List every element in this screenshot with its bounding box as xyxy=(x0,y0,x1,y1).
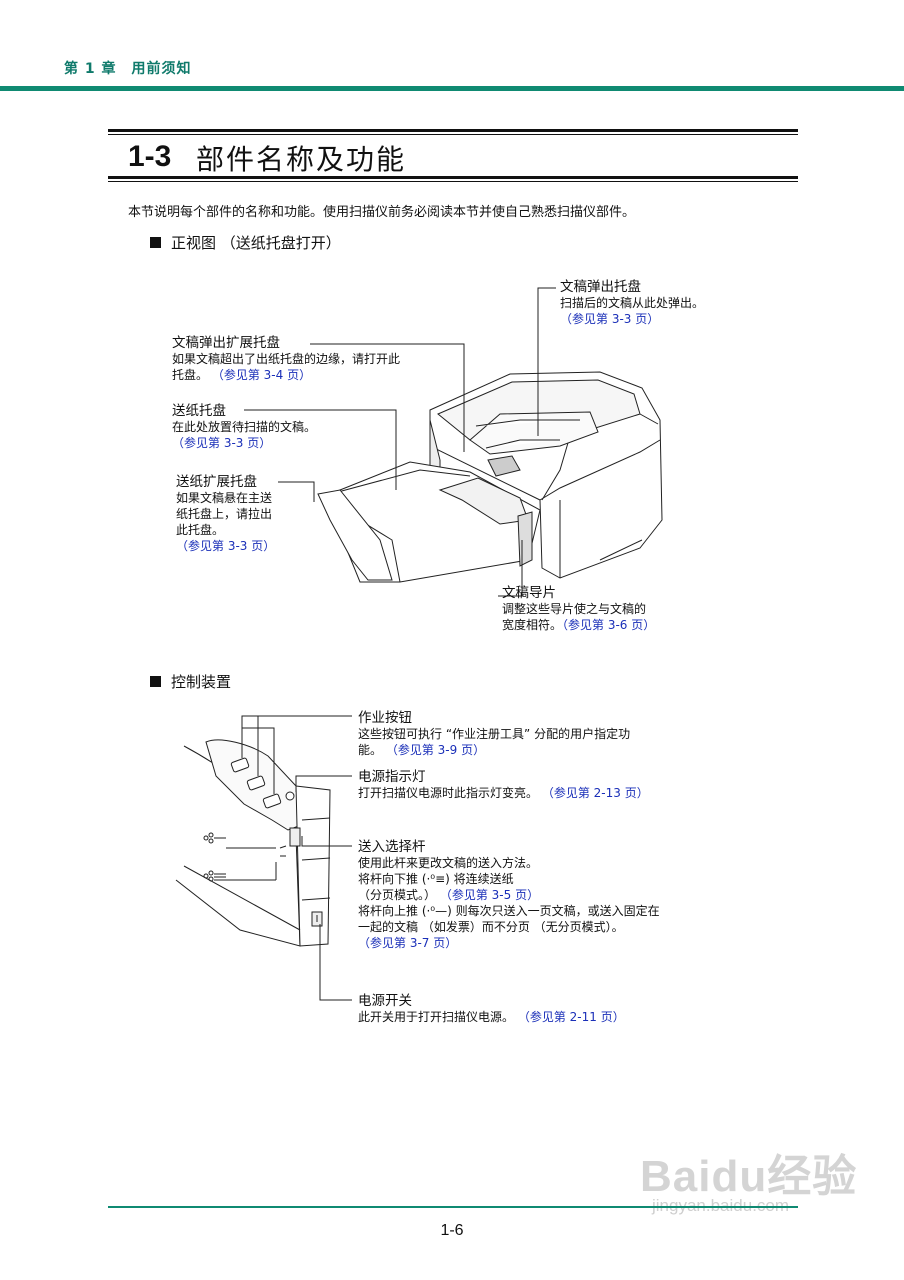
title-rule-top-thin xyxy=(108,134,798,135)
header-rule xyxy=(0,86,904,91)
label-feed-tray-title: 送纸托盘 xyxy=(172,403,226,419)
label-document-guide: 文稿导片 调整这些导片使之与文稿的 宽度相符。（参见第 3-6 页） xyxy=(502,585,655,633)
title-rule-bottom xyxy=(108,176,798,179)
controls-heading-text: 控制装置 xyxy=(171,673,232,691)
label-output-extension-tray-desc-1: 如果文稿超出了出纸托盘的边缘，请打开此 xyxy=(172,352,401,366)
label-feed-lever-desc-1: 使用此杆来更改文稿的送入方法。 xyxy=(358,856,539,870)
job-button-1 xyxy=(230,757,250,773)
label-feed-tray: 送纸托盘 在此处放置待扫描的文稿。 （参见第 3-3 页） xyxy=(172,403,316,451)
front-view-heading: 正视图 （送纸托盘打开） xyxy=(150,232,341,253)
page-number: 1-6 xyxy=(440,1222,464,1239)
scanner-front-illustration xyxy=(317,371,663,583)
label-power-indicator-ref[interactable]: （参见第 2-13 页） xyxy=(541,786,649,800)
label-power-indicator-desc: 打开扫描仪电源时此指示灯变亮。 xyxy=(358,786,539,800)
job-button-2 xyxy=(246,775,266,791)
label-feed-lever-ref-1[interactable]: （参见第 3-5 页） xyxy=(439,888,540,902)
label-feed-extension-tray-desc-2: 纸托盘上，请拉出 xyxy=(176,507,273,521)
label-power-switch-desc: 此开关用于打开扫描仪电源。 xyxy=(358,1010,515,1024)
watermark-url: jingyan.baidu.com xyxy=(652,1196,789,1216)
label-output-extension-tray-title: 文稿弹出扩展托盘 xyxy=(172,335,280,351)
label-output-tray-desc: 扫描后的文稿从此处弹出。 xyxy=(560,296,705,310)
label-job-buttons-ref[interactable]: （参见第 3-9 页） xyxy=(385,743,486,757)
title-rule-top xyxy=(108,129,798,132)
label-job-buttons: 作业按钮 这些按钮可执行 “作业注册工具” 分配的用户指定功 能。 （参见第 3… xyxy=(358,710,630,758)
job-button-3 xyxy=(262,793,282,809)
front-view-heading-text: 正视图 （送纸托盘打开） xyxy=(171,234,341,252)
label-feed-tray-desc: 在此处放置待扫描的文稿。 xyxy=(172,420,317,434)
label-output-tray: 文稿弹出托盘 扫描后的文稿从此处弹出。 （参见第 3-3 页） xyxy=(560,279,704,327)
label-feed-lever-desc-5: 一起的文稿 （如发票）而不分页 （无分页模式）。 xyxy=(358,920,624,934)
label-feed-lever-ref-2[interactable]: （参见第 3-7 页） xyxy=(358,936,458,950)
section-intro: 本节说明每个部件的名称和功能。使用扫描仪前务必阅读本节并使自己熟悉扫描仪部件。 xyxy=(128,205,636,220)
label-feed-lever-desc-2: 将杆向下推 (·⁰≡) 将连续送纸 xyxy=(358,872,514,886)
label-power-switch-title: 电源开关 xyxy=(358,993,412,1009)
watermark-logo: Baidu经验 xyxy=(640,1152,858,1201)
label-document-guide-desc-2: 宽度相符。 xyxy=(502,618,563,632)
label-feed-lever-desc-4: 将杆向上推 (·⁰—) 则每次只送入一页文稿，或送入固定在 xyxy=(358,904,660,918)
label-feed-extension-tray-ref[interactable]: （参见第 3-3 页） xyxy=(176,539,276,553)
label-document-guide-desc-1: 调整这些导片使之与文稿的 xyxy=(502,602,647,616)
label-job-buttons-desc-2: 能。 xyxy=(358,743,383,757)
document-guide xyxy=(517,511,533,567)
label-power-switch-ref[interactable]: （参见第 2-11 页） xyxy=(517,1010,625,1024)
footer-rule xyxy=(108,1206,798,1208)
title-rule-bottom-thin xyxy=(108,181,798,182)
feed-extension-tray xyxy=(317,489,393,581)
label-output-tray-title: 文稿弹出托盘 xyxy=(560,279,641,295)
label-feed-extension-tray: 送纸扩展托盘 如果文稿悬在主送 纸托盘上，请拉出 此托盘。 （参见第 3-3 页… xyxy=(176,474,275,554)
label-feed-extension-tray-desc-3: 此托盘。 xyxy=(176,523,225,537)
label-feed-tray-ref[interactable]: （参见第 3-3 页） xyxy=(172,436,272,450)
label-job-buttons-desc-1: 这些按钮可执行 “作业注册工具” 分配的用户指定功 xyxy=(358,727,631,741)
control-panel-illustration xyxy=(175,739,331,947)
section-title: 部件名称及功能 xyxy=(196,143,407,176)
label-feed-selection-lever-title: 送入选择杆 xyxy=(358,839,426,855)
controls-heading: 控制装置 xyxy=(150,671,231,692)
label-feed-lever-desc-3: （分页模式。） xyxy=(358,888,437,902)
label-power-switch: 电源开关 此开关用于打开扫描仪电源。 （参见第 2-11 页） xyxy=(358,993,625,1025)
feed-selection-lever xyxy=(289,827,301,847)
chapter-header: 第 1 章 用前须知 xyxy=(64,61,192,77)
label-job-buttons-title: 作业按钮 xyxy=(358,710,412,726)
label-document-guide-title: 文稿导片 xyxy=(502,585,556,601)
label-output-tray-ref[interactable]: （参见第 3-3 页） xyxy=(560,312,660,326)
feed-mode-icons xyxy=(203,832,287,882)
label-feed-selection-lever: 送入选择杆 使用此杆来更改文稿的送入方法。 将杆向下推 (·⁰≡) 将连续送纸 … xyxy=(358,839,660,951)
label-feed-extension-tray-desc-1: 如果文稿悬在主送 xyxy=(176,491,273,505)
label-power-indicator: 电源指示灯 打开扫描仪电源时此指示灯变亮。 （参见第 2-13 页） xyxy=(358,769,649,801)
label-output-extension-tray-desc-2: 托盘。 xyxy=(172,368,209,382)
section-number: 1-3 xyxy=(128,140,172,173)
label-feed-extension-tray-title: 送纸扩展托盘 xyxy=(176,474,257,490)
label-output-extension-tray-ref[interactable]: （参见第 3-4 页） xyxy=(211,368,312,382)
bullet-square-icon xyxy=(150,237,161,248)
bullet-square-icon xyxy=(150,676,161,687)
label-power-indicator-title: 电源指示灯 xyxy=(358,769,426,785)
label-document-guide-ref[interactable]: （参见第 3-6 页） xyxy=(562,618,656,632)
label-output-extension-tray: 文稿弹出扩展托盘 如果文稿超出了出纸托盘的边缘，请打开此 托盘。 （参见第 3-… xyxy=(172,335,400,383)
power-indicator xyxy=(285,791,295,801)
